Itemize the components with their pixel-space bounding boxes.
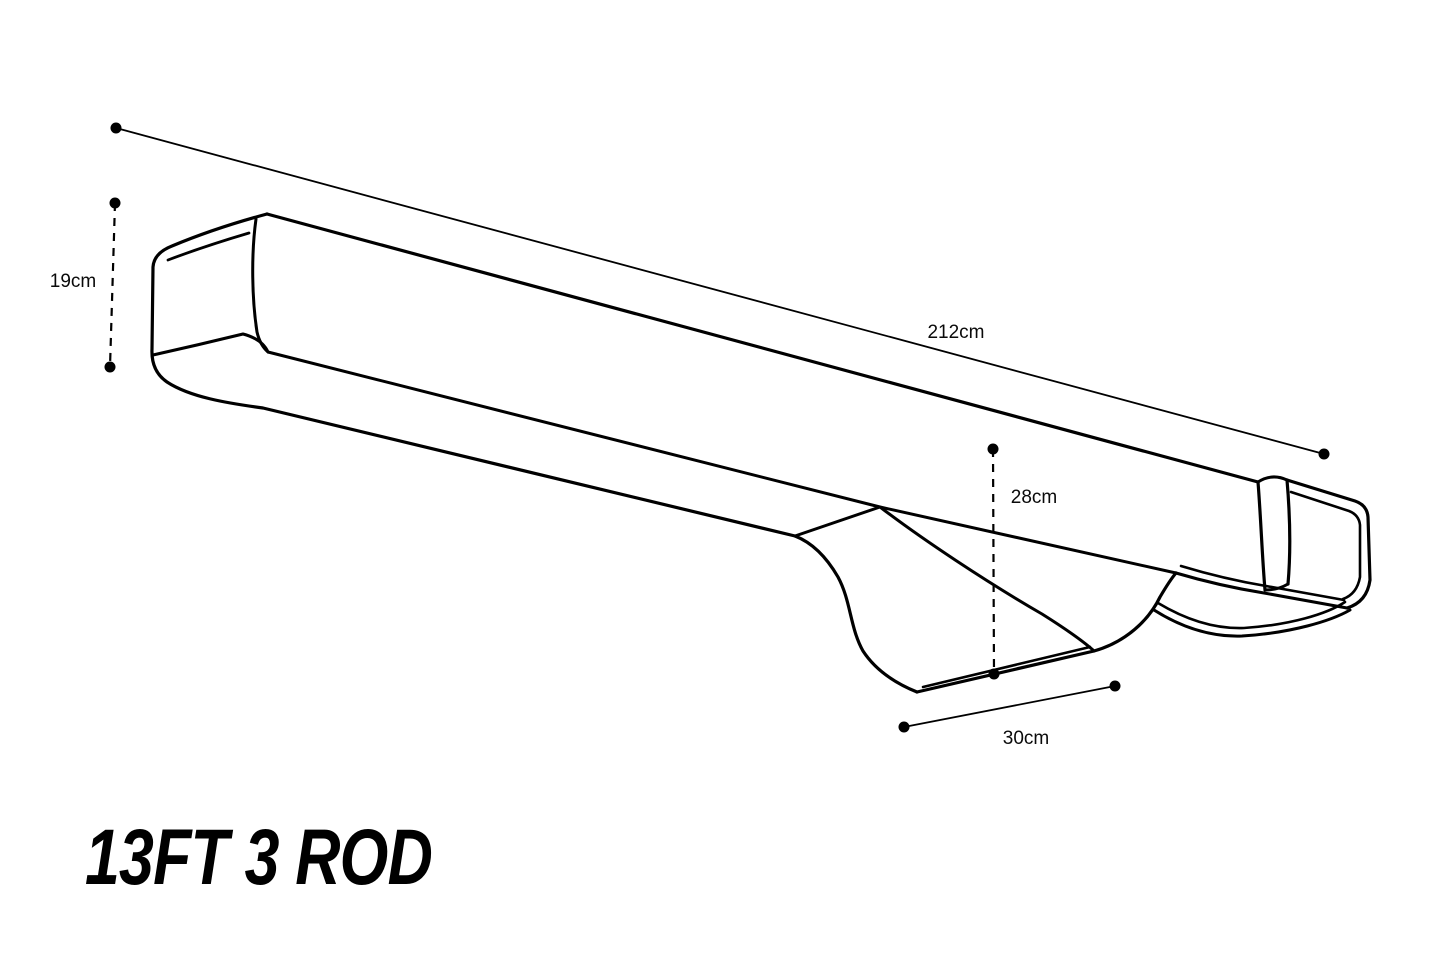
right-endcap-outline	[1285, 478, 1372, 610]
dim-base-width-line	[903, 685, 1116, 728]
valley-floor-outer	[915, 649, 1096, 694]
top-edge	[265, 212, 1260, 484]
dim-drop-height-line	[991, 448, 996, 675]
right-sag-inner	[1156, 600, 1347, 630]
dimension-annotations: 212cm 19cm 28cm 30cm	[50, 122, 1330, 749]
dim-end-height-dot-bottom	[104, 361, 116, 373]
dim-length-dot-start	[110, 122, 122, 134]
left-endcap-fold-edge	[251, 217, 270, 354]
dim-length: 212cm	[110, 122, 1330, 460]
valley-far-rim	[793, 505, 1095, 652]
strap-band-right-edge	[1285, 478, 1292, 586]
dim-length-line	[115, 127, 1325, 455]
product-title: 13FT 3 ROD	[85, 812, 432, 901]
dim-end-height-dot-top	[109, 197, 121, 209]
dim-base-width: 30cm	[898, 680, 1121, 749]
dim-length-label: 212cm	[927, 322, 984, 343]
valley-left-curve	[793, 534, 919, 694]
valley-right-curve	[1092, 571, 1178, 653]
right-bottom-edge-outer	[1174, 571, 1349, 610]
dim-length-dot-end	[1318, 448, 1330, 460]
left-endcap-top-seam	[166, 231, 251, 262]
dim-end-height: 19cm	[50, 197, 121, 373]
right-endcap-seam	[1289, 490, 1362, 601]
strap-band-left-edge	[1256, 480, 1267, 592]
left-endcap-bottom-seam-and-rear-bottom-line	[151, 332, 1178, 575]
dim-base-width-dot-left	[898, 721, 910, 733]
dim-base-width-dot-right	[1109, 680, 1121, 692]
dim-drop-height: 28cm	[987, 443, 1057, 680]
left-endcap-and-bottom-edge	[150, 212, 797, 538]
dim-end-height-label: 19cm	[50, 271, 96, 292]
dim-drop-height-dot-bottom	[988, 668, 1000, 680]
dim-end-height-line	[108, 202, 117, 368]
dim-base-width-label: 30cm	[1003, 728, 1049, 749]
dim-drop-height-label: 28cm	[1011, 487, 1057, 508]
strap-band-top-arc	[1256, 475, 1289, 484]
holdall-drawing	[150, 212, 1372, 694]
right-sag-outer	[1152, 608, 1352, 638]
strap-band-bottom-arc	[1263, 582, 1290, 592]
valley-floor-seam	[921, 645, 1092, 689]
dim-drop-height-dot-top	[987, 443, 999, 455]
